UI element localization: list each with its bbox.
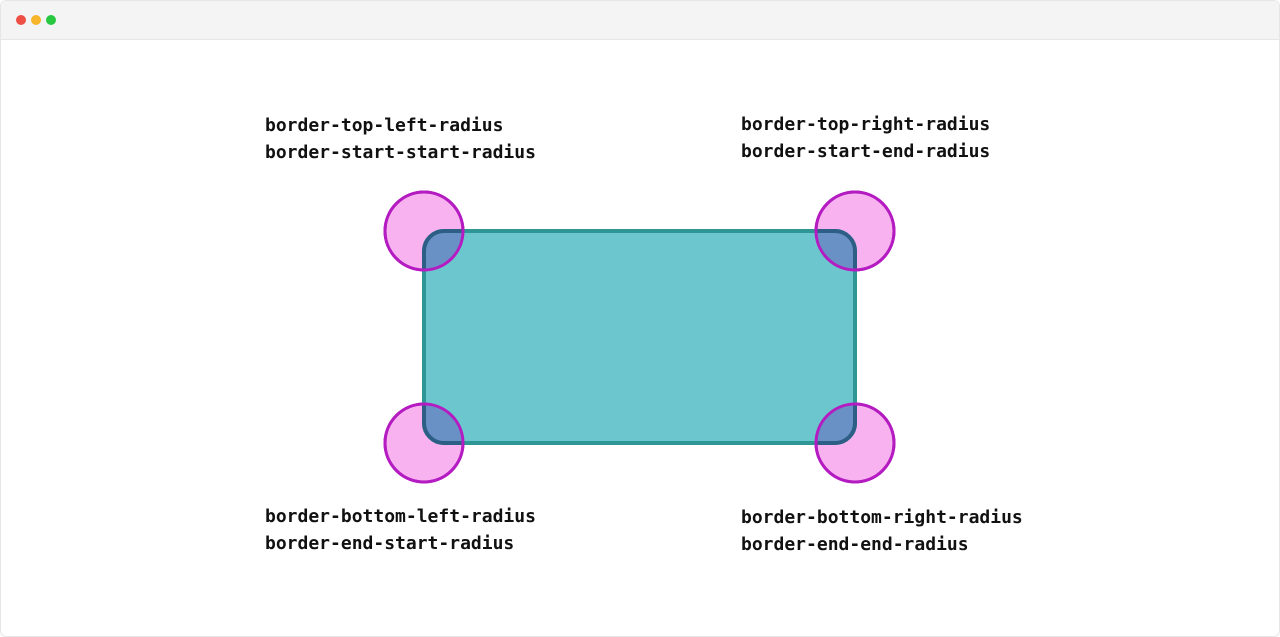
bottom-right-physical-property: border-bottom-right-radius: [741, 507, 1023, 528]
top-left-physical-property: border-top-left-radius: [265, 115, 504, 136]
top-left-circle-outline: [383, 190, 465, 272]
bottom-left-corner-label: border-bottom-left-radius border-end-sta…: [265, 503, 536, 557]
minimize-window-button[interactable]: [31, 15, 41, 25]
bottom-left-logical-property: border-end-start-radius: [265, 533, 515, 554]
top-right-circle-outline: [814, 190, 896, 272]
bottom-right-logical-property: border-end-end-radius: [741, 534, 969, 555]
bottom-left-physical-property: border-bottom-left-radius: [265, 506, 536, 527]
bottom-left-circle-outline: [383, 402, 465, 484]
top-right-corner-label: border-top-right-radius border-start-end…: [741, 111, 990, 165]
top-right-logical-property: border-start-end-radius: [741, 141, 991, 162]
close-window-button[interactable]: [16, 15, 26, 25]
window-titlebar: [1, 1, 1279, 40]
rounded-box: [422, 229, 857, 445]
bottom-right-circle-outline: [814, 402, 896, 484]
top-left-logical-property: border-start-start-radius: [265, 142, 536, 163]
top-left-corner-label: border-top-left-radius border-start-star…: [265, 112, 536, 166]
top-right-physical-property: border-top-right-radius: [741, 114, 991, 135]
bottom-right-corner-label: border-bottom-right-radius border-end-en…: [741, 504, 1023, 558]
maximize-window-button[interactable]: [46, 15, 56, 25]
